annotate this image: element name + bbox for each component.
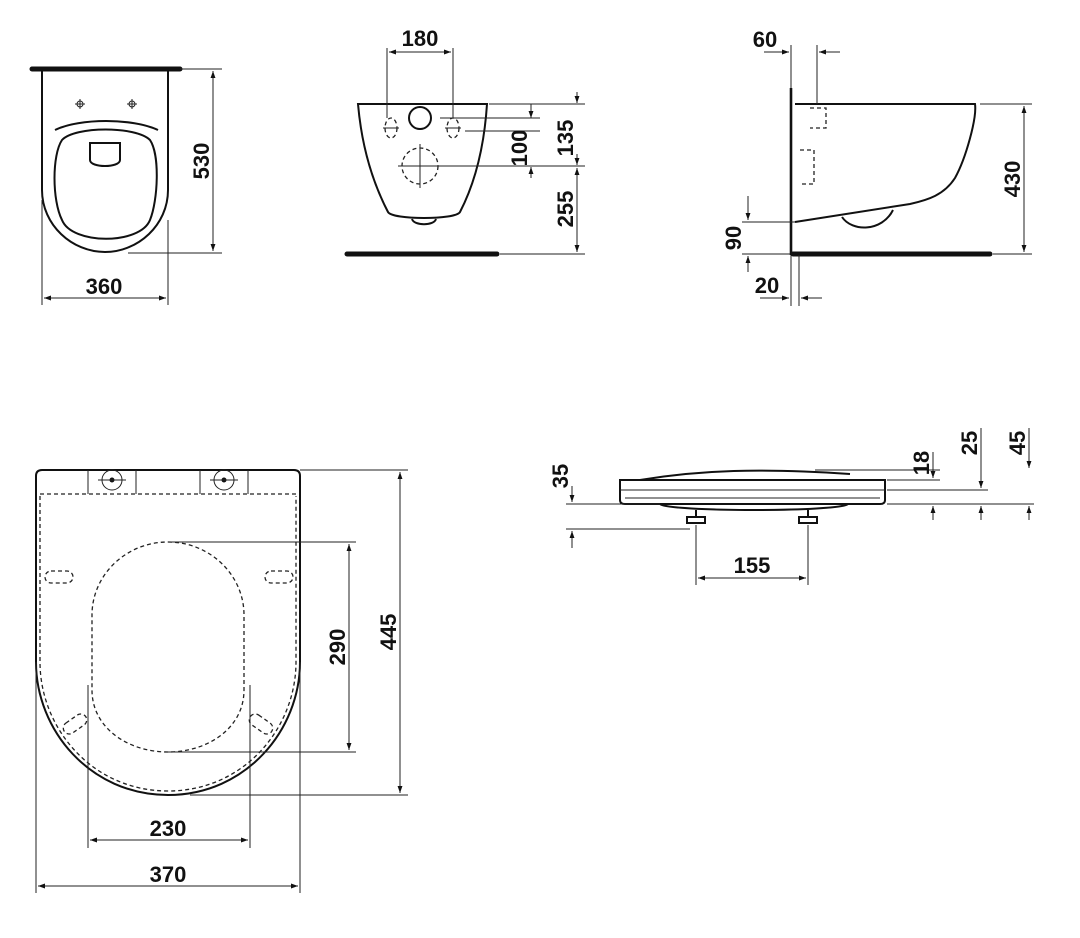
top-view-fixing-points bbox=[75, 99, 137, 109]
dim-floor-to-hole-255: 255 bbox=[553, 191, 578, 228]
toilet-side-view: 60 430 90 20 bbox=[721, 27, 1032, 306]
dim-wall-plate-20: 20 bbox=[755, 273, 779, 298]
seat-hinges bbox=[87, 469, 249, 494]
dim-total-thickness-45: 45 bbox=[1005, 431, 1030, 455]
seat-top-view: 445 290 230 370 bbox=[35, 469, 408, 893]
front-view-holes bbox=[383, 106, 461, 188]
dim-seat-thickness-25: 25 bbox=[957, 431, 982, 455]
side-view-inlets bbox=[800, 107, 827, 185]
dim-small-hole-100: 100 bbox=[507, 130, 532, 167]
dim-outer-width-370: 370 bbox=[150, 862, 187, 887]
dim-inner-width-230: 230 bbox=[150, 816, 187, 841]
dim-depth-530: 530 bbox=[189, 143, 214, 180]
toilet-front-view: 180 100 135 255 bbox=[344, 26, 585, 257]
dim-inner-length-290: 290 bbox=[325, 629, 350, 666]
dim-hinge-spacing-155: 155 bbox=[734, 553, 771, 578]
dim-overall-height-35: 35 bbox=[548, 464, 573, 488]
dim-hole-spacing-180: 180 bbox=[402, 26, 439, 51]
dim-height-430: 430 bbox=[1000, 161, 1025, 198]
seat-buffers bbox=[44, 570, 294, 735]
dim-bottom-height-90: 90 bbox=[721, 226, 746, 250]
dim-lid-thickness-18: 18 bbox=[909, 451, 934, 475]
seat-side-hinges bbox=[686, 510, 818, 524]
dim-seat-length-445: 445 bbox=[376, 614, 401, 651]
seat-side-view: 35 155 18 25 45 bbox=[548, 428, 1034, 585]
dim-wall-gap-60: 60 bbox=[753, 27, 777, 52]
dim-large-hole-135: 135 bbox=[553, 120, 578, 157]
dim-width-360: 360 bbox=[86, 274, 123, 299]
toilet-top-view: 530 360 bbox=[29, 66, 222, 305]
